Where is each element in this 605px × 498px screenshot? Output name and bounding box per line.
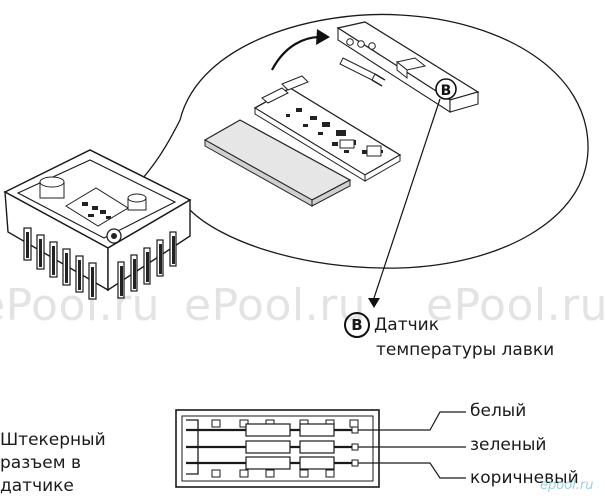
thermal-pad — [203, 119, 352, 207]
sensor-housing — [3, 149, 192, 300]
wire-label-white: белый — [470, 401, 527, 421]
watermark-center: ePool.ru — [184, 280, 367, 331]
corner-watermark: epool.ru — [540, 478, 594, 493]
callout-badge-text: B — [441, 83, 452, 99]
rotation-arrow — [271, 35, 321, 71]
connector-label-line1: Штекерный — [0, 430, 106, 450]
sensor-label-line1: Датчик — [374, 315, 439, 335]
connector-label-line2: разъем в — [0, 453, 81, 473]
sensor-label-badge: B — [344, 312, 370, 338]
wire-label-green: зеленый — [470, 435, 547, 455]
watermark-right: ePool.ru — [426, 280, 605, 331]
callout-badge-circle — [435, 78, 457, 100]
rotation-arrowhead — [316, 29, 330, 45]
leader-line — [373, 98, 441, 299]
leader-arrowhead — [368, 298, 380, 308]
wire-label-brown: коричневый — [470, 468, 579, 488]
pcb-board — [253, 75, 402, 182]
sensor-label-line2: температуры лавки — [376, 340, 555, 360]
connector-diagram — [175, 409, 466, 488]
connector-label-line3: датчике — [0, 476, 74, 496]
